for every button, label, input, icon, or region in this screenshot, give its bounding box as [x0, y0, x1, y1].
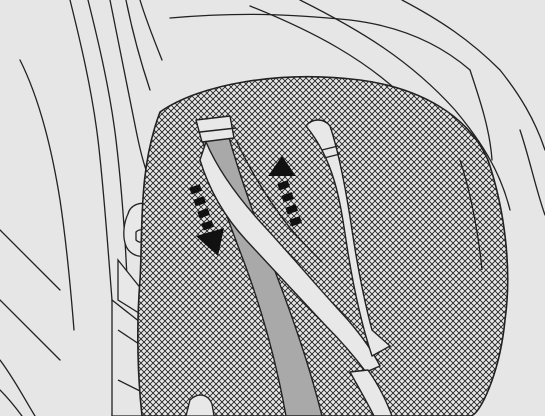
- seat-harness-illustration: [0, 0, 545, 416]
